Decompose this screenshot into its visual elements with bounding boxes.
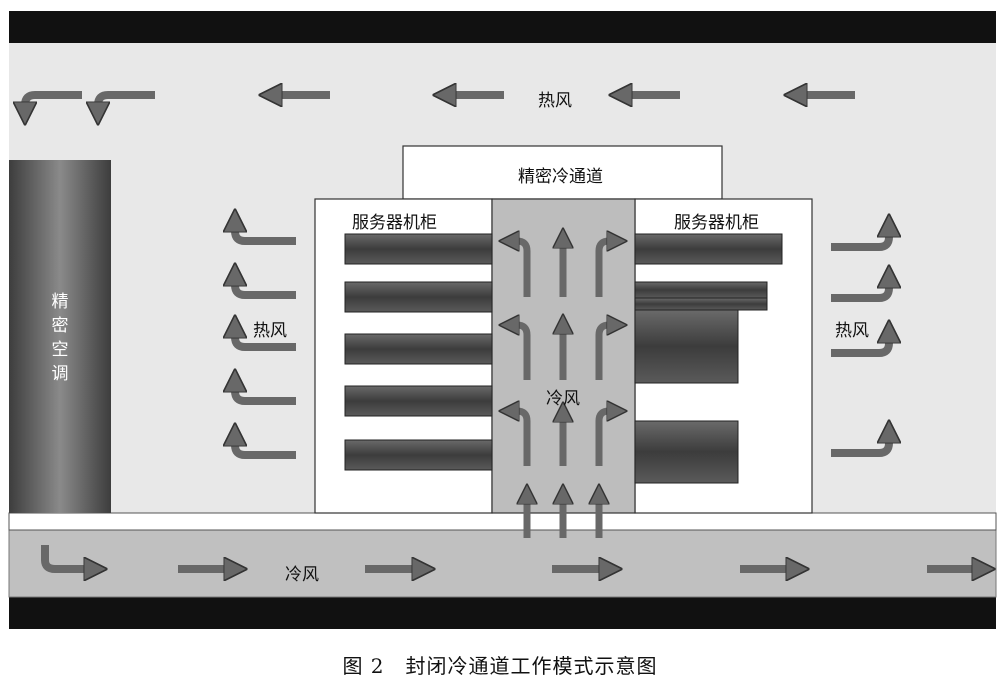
left-servers — [344, 233, 493, 471]
underfloor-cold-arrows — [41, 545, 986, 569]
cold-aisle-arrows — [507, 236, 619, 538]
turn-right-arrow-icon — [595, 241, 619, 297]
ac-unit-label: 精 密 空 调 — [49, 290, 71, 386]
right-servers — [634, 233, 783, 484]
server-unit — [344, 281, 493, 313]
server-unit — [634, 233, 783, 265]
figure-caption: 图 2 封闭冷通道工作模式示意图 — [342, 654, 658, 678]
server-unit — [344, 439, 493, 471]
turn-down-arrow-icon — [25, 91, 82, 116]
turn-up-arrow-icon — [235, 324, 296, 351]
floor-bar — [9, 597, 996, 629]
turn-left-arrow-icon — [507, 411, 531, 466]
server-unit — [344, 233, 493, 265]
server-unit — [634, 281, 768, 299]
left-exhaust-arrows — [235, 218, 296, 459]
right-exhaust-arrows — [831, 223, 889, 457]
turn-up-arrow-icon — [831, 274, 889, 302]
server-unit — [634, 297, 768, 311]
hot-air-right-label: 热风 — [835, 321, 869, 341]
cold-air-center-label: 冷风 — [546, 389, 580, 409]
turn-up-arrow-icon — [831, 223, 889, 251]
top-hot-air-arrows — [25, 95, 855, 116]
ac-unit-char: 密 — [51, 316, 69, 336]
server-unit-large — [634, 420, 739, 484]
turn-up-arrow-icon — [235, 218, 296, 245]
server-unit — [344, 333, 493, 365]
turn-up-arrow-icon — [831, 329, 889, 357]
ceiling-bar — [9, 11, 996, 43]
cold-aisle-label: 精密冷通道 — [518, 167, 603, 187]
raised-floor-plenum — [8, 529, 997, 598]
ac-unit-char: 调 — [51, 364, 69, 384]
server-unit — [344, 385, 493, 417]
ac-unit-char: 精 — [51, 292, 69, 312]
precision-ac-unit — [9, 160, 111, 513]
turn-left-arrow-icon — [507, 325, 531, 380]
turn-up-arrow-icon — [235, 432, 296, 459]
turn-up-arrow-icon — [831, 429, 889, 457]
turn-right-arrow-icon — [41, 545, 98, 569]
server-unit-large — [634, 309, 739, 384]
rack-right-label: 服务器机柜 — [674, 213, 759, 233]
turn-down-arrow-icon — [98, 91, 155, 116]
cold-air-floor-label: 冷风 — [285, 565, 319, 585]
ac-unit-char: 空 — [51, 340, 69, 360]
raised-floor-deck — [8, 512, 997, 531]
hot-air-left-label: 热风 — [253, 321, 287, 341]
turn-up-arrow-icon — [235, 272, 296, 299]
turn-up-arrow-icon — [235, 378, 296, 405]
rack-left-label: 服务器机柜 — [352, 213, 437, 233]
turn-right-arrow-icon — [595, 325, 619, 380]
hot-air-top-label: 热风 — [538, 91, 572, 111]
turn-left-arrow-icon — [507, 241, 531, 297]
turn-right-arrow-icon — [595, 411, 619, 466]
